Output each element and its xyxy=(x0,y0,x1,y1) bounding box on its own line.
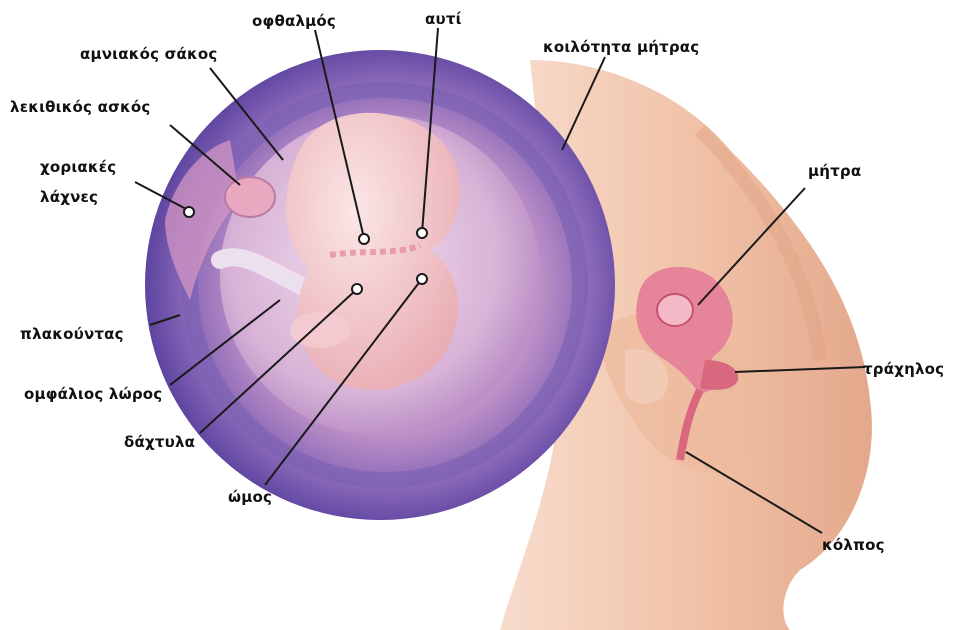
uterus-embryo xyxy=(657,294,693,326)
label-ear: αυτί xyxy=(425,10,462,28)
label-vagina: κόλπος xyxy=(822,536,885,554)
yolk-sac xyxy=(225,177,275,217)
label-fingers: δάχτυλα xyxy=(124,433,195,451)
label-yolk-sac: λεκιθικός ασκός xyxy=(10,98,150,116)
label-chorionic-villi-line2: λάχνες xyxy=(40,188,98,206)
label-shoulder: ώμος xyxy=(228,488,272,506)
marker-chorionic-villi xyxy=(184,207,194,217)
label-cervix: τράχηλος xyxy=(863,360,944,378)
label-amniotic-sac: αμνιακός σάκος xyxy=(80,45,217,63)
label-umbilical-cord: ομφάλιος λώρος xyxy=(24,385,162,403)
marker-eye xyxy=(359,234,369,244)
label-uterus: μήτρα xyxy=(808,162,861,180)
label-uterine-cavity: κοιλότητα μήτρας xyxy=(543,38,699,56)
marker-shoulder xyxy=(417,274,427,284)
marker-fingers xyxy=(352,284,362,294)
label-chorionic-villi-line1: χοριακές xyxy=(40,158,116,176)
marker-ear xyxy=(417,228,427,238)
label-placenta: πλακούντας xyxy=(20,325,124,343)
label-eye: οφθαλμός xyxy=(252,12,336,30)
